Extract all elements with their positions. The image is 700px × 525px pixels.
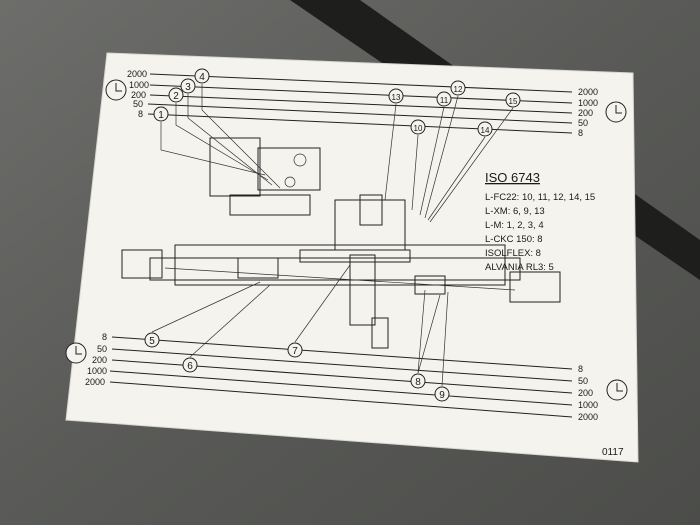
callout-9: 9 (434, 386, 450, 402)
svg-text:10: 10 (414, 124, 423, 133)
svg-text:5: 5 (149, 336, 155, 347)
callout-15: 15 (505, 92, 521, 108)
lubricant-legend: ISO 6743 L-FC22: 10, 11, 12, 14, 15 L-XM… (485, 170, 595, 273)
scale-label: 8 (102, 332, 107, 342)
svg-text:13: 13 (392, 93, 401, 102)
scale-label: 200 (131, 90, 146, 100)
scale-label: 2000 (85, 377, 105, 387)
scale-label: 50 (578, 118, 588, 128)
legend-title: ISO 6743 (485, 170, 540, 185)
top-left-scale: 2000 1000 200 50 8 (127, 69, 149, 119)
scale-label: 50 (133, 99, 143, 109)
legend-line: L-M: 1, 2, 3, 4 (485, 220, 544, 231)
callout-3: 3 (180, 78, 196, 94)
scale-label: 8 (138, 109, 143, 119)
callout-6: 6 (182, 357, 198, 373)
clock-icon (606, 379, 628, 401)
svg-text:4: 4 (199, 72, 205, 83)
bottom-right-scale: 8 50 200 1000 2000 (578, 364, 598, 422)
legend-line: L-FC22: 10, 11, 12, 14, 15 (485, 192, 595, 203)
bottom-left-scale: 8 50 200 1000 2000 (85, 332, 107, 387)
clock-icon (65, 342, 87, 364)
svg-text:2: 2 (173, 91, 179, 102)
callout-2: 2 (168, 87, 184, 103)
legend-line: L-XM: 6, 9, 13 (485, 206, 545, 217)
top-right-scale: 2000 1000 200 50 8 (578, 87, 598, 138)
scale-label: 200 (92, 355, 107, 365)
scale-label: 1000 (129, 80, 149, 90)
callout-12: 12 (450, 80, 466, 96)
scale-label: 1000 (578, 400, 598, 410)
scale-label: 50 (97, 344, 107, 354)
callout-10: 10 (410, 119, 426, 135)
svg-text:3: 3 (185, 82, 191, 93)
callout-11: 11 (436, 91, 452, 107)
top-callouts: 1 2 3 4 13 11 12 15 10 14 (153, 68, 521, 137)
scale-label: 200 (578, 108, 593, 118)
svg-text:9: 9 (439, 390, 445, 401)
scale-label: 8 (578, 364, 583, 374)
scale-label: 200 (578, 388, 593, 398)
scale-label: 2000 (127, 69, 147, 79)
scale-label: 1000 (578, 98, 598, 108)
svg-text:12: 12 (454, 85, 463, 94)
bottom-callouts: 5 6 7 8 9 (144, 332, 450, 402)
callout-14: 14 (477, 121, 493, 137)
svg-text:11: 11 (440, 96, 449, 105)
svg-text:7: 7 (292, 346, 298, 357)
plate-number: 0117 (602, 447, 624, 458)
scale-label: 50 (578, 376, 588, 386)
leader-lines (151, 84, 514, 387)
svg-text:8: 8 (415, 377, 421, 388)
callout-7: 7 (287, 342, 303, 358)
scale-label: 8 (578, 128, 583, 138)
svg-text:14: 14 (481, 126, 490, 135)
scale-label: 2000 (578, 87, 598, 97)
clock-icon (105, 79, 127, 101)
scale-label: 1000 (87, 366, 107, 376)
callout-4: 4 (194, 68, 210, 84)
callout-8: 8 (410, 373, 426, 389)
legend-line: ISOLFLEX: 8 (485, 248, 541, 259)
legend-line: L-CKC 150: 8 (485, 234, 543, 245)
callout-1: 1 (153, 106, 169, 122)
clock-icon (605, 101, 627, 123)
top-scale-lines (147, 73, 573, 134)
svg-text:6: 6 (187, 361, 193, 372)
callout-5: 5 (144, 332, 160, 348)
scale-label: 2000 (578, 412, 598, 422)
svg-text:15: 15 (509, 97, 518, 106)
svg-text:1: 1 (158, 110, 164, 121)
callout-13: 13 (388, 88, 404, 104)
legend-line: ALVANIA RL3: 5 (485, 262, 554, 273)
